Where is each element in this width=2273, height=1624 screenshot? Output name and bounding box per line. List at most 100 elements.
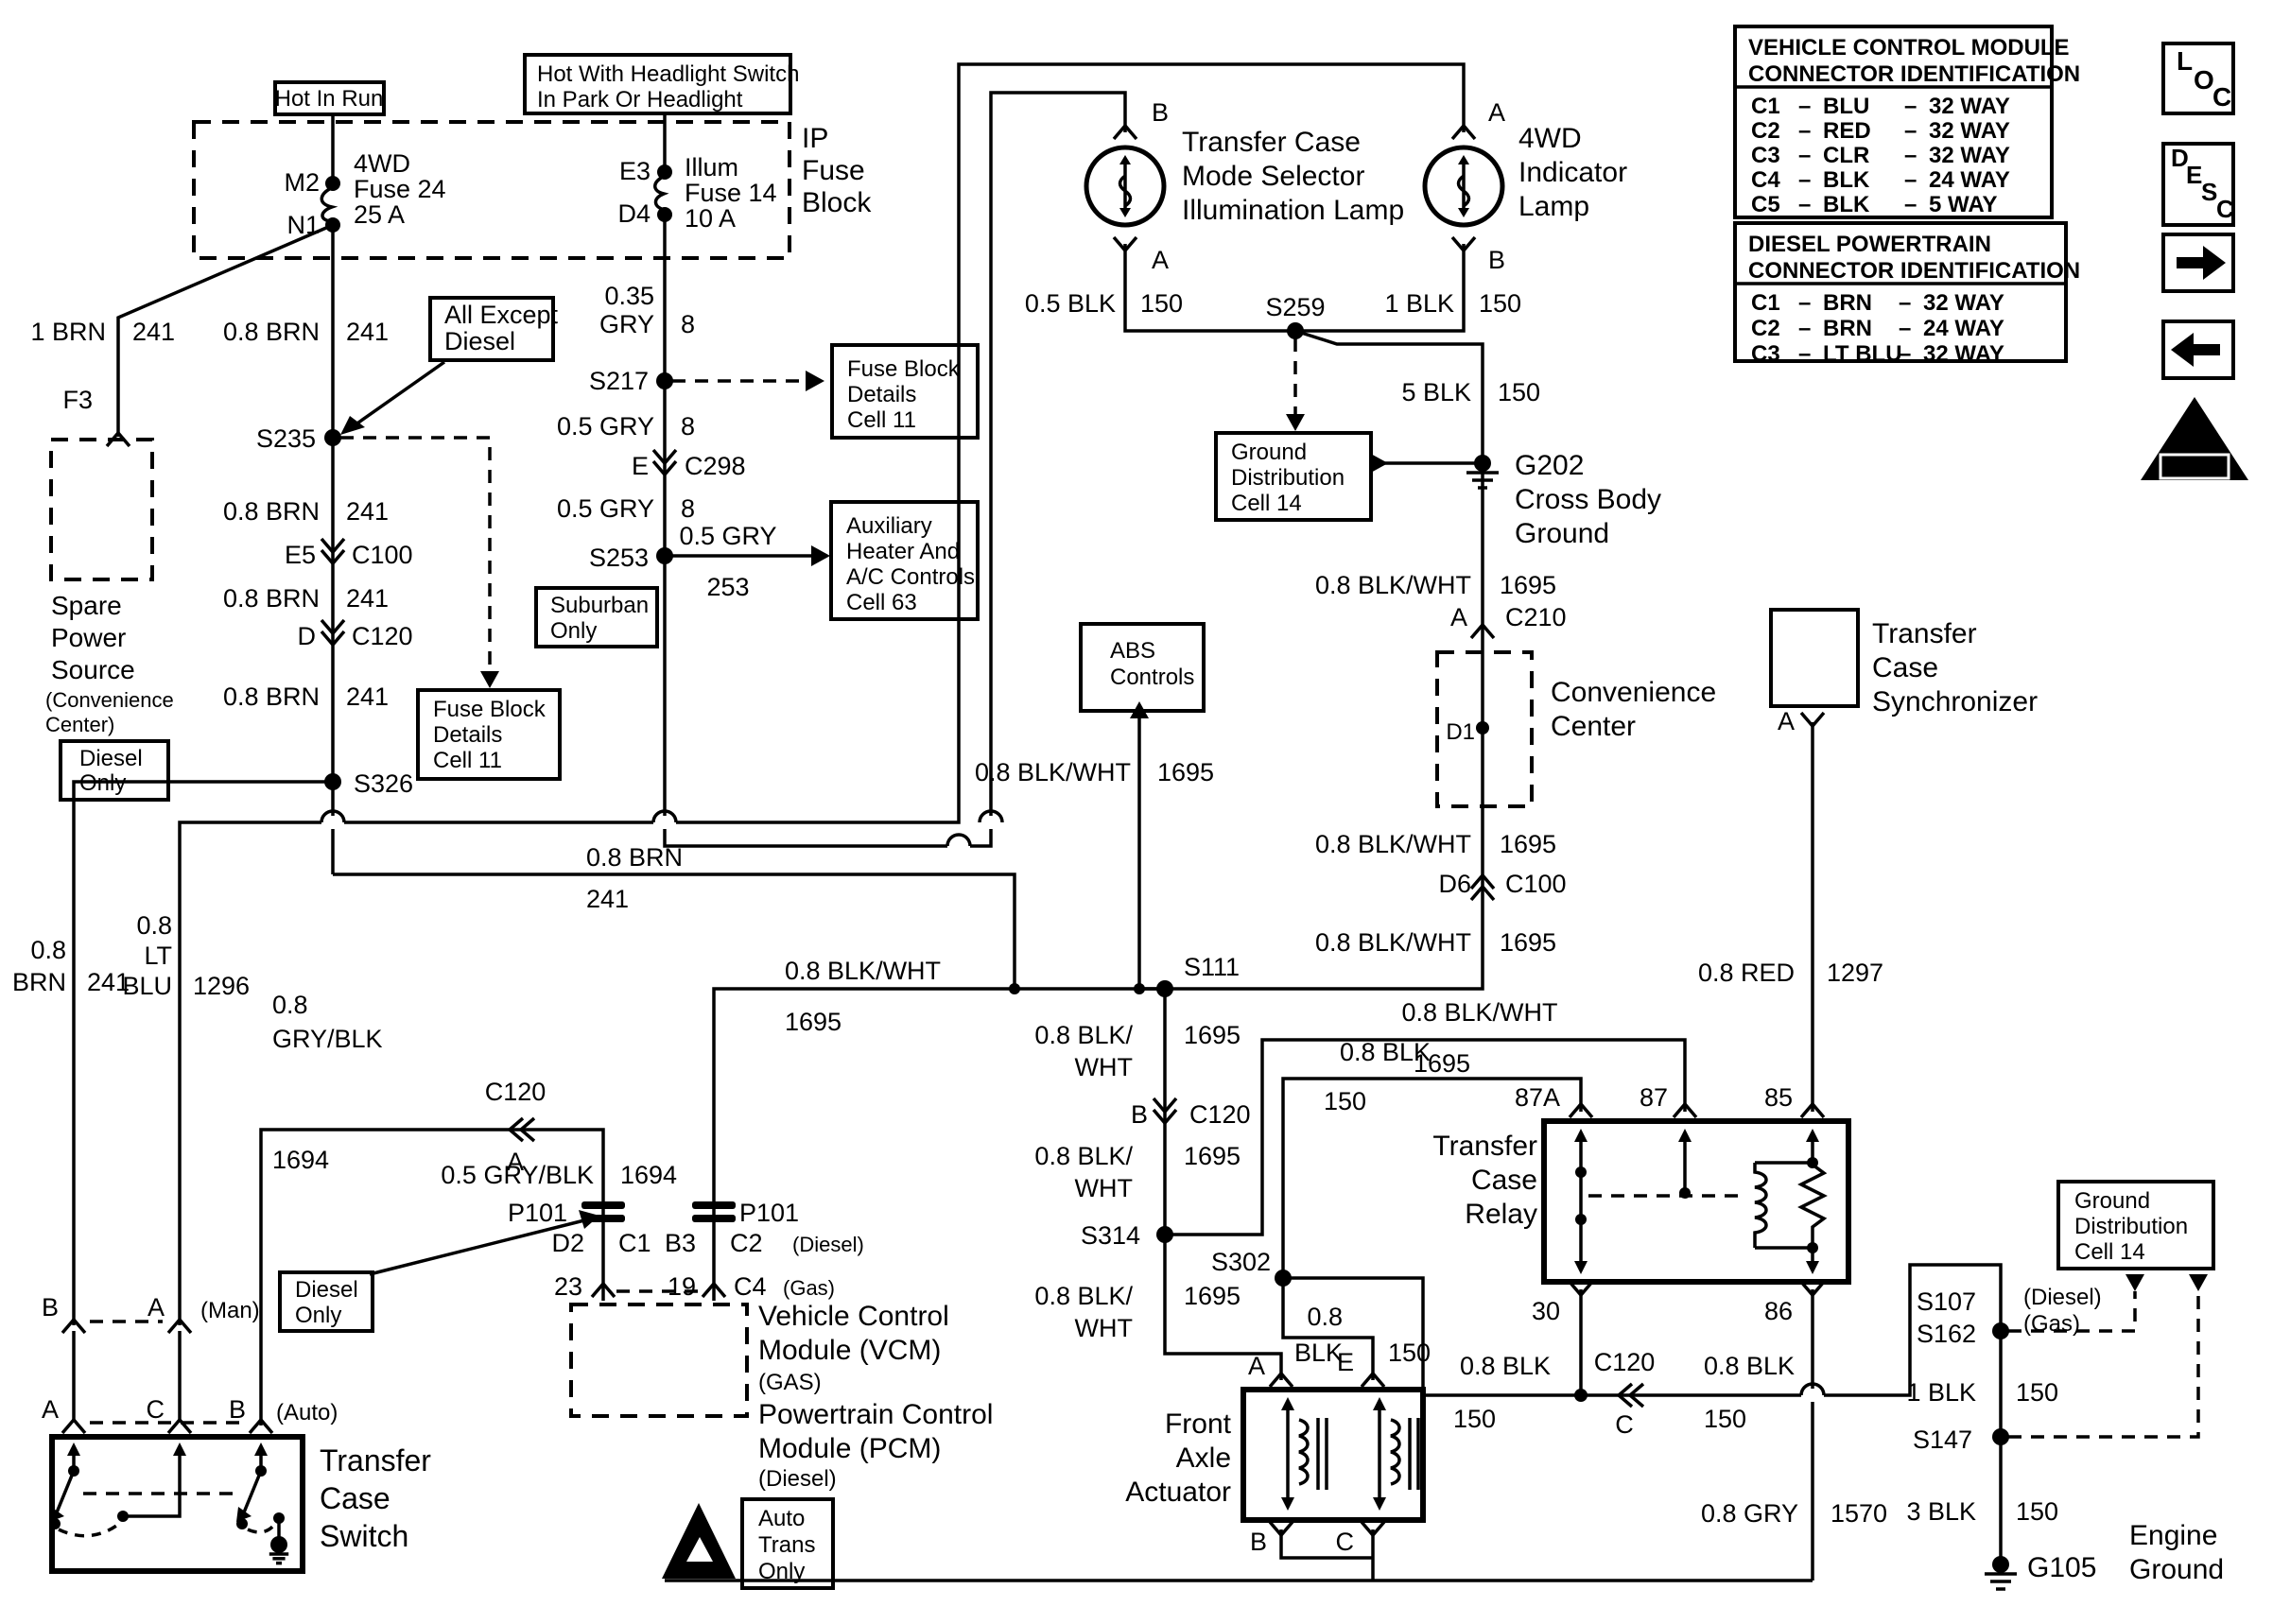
wire [663, 91, 1127, 848]
vcm-name-3: (GAS) [758, 1370, 822, 1395]
diesel-id-table-box [1733, 221, 2068, 363]
label: 32 WAY [1929, 94, 2010, 119]
arrow-down-icon [480, 671, 499, 688]
label: 150 [1479, 289, 1521, 318]
label: (Gas) [783, 1276, 835, 1300]
component-dashed-boxes [49, 120, 1534, 1418]
ground-symbols [269, 471, 2017, 1591]
label: (Convenience [45, 688, 174, 712]
label: Center) [45, 713, 114, 736]
wire [55, 1470, 76, 1513]
label: BLK [1823, 167, 1870, 193]
label: P101 [508, 1199, 567, 1227]
label: LT [144, 942, 172, 970]
obd-ii-glyph: II [2186, 421, 2203, 455]
grommet-icon [692, 1201, 736, 1209]
mode-selector-lamp-icon [1084, 145, 1167, 228]
label: B [1250, 1528, 1267, 1556]
label: S235 [256, 424, 316, 453]
label: – [1904, 192, 1917, 217]
label: Illum [685, 153, 738, 181]
terminal-chevron-up [701, 1281, 727, 1299]
terminal-chevron-down [1450, 235, 1477, 253]
label: P101 [739, 1199, 799, 1227]
label: Source [51, 655, 135, 684]
label: C1 [1751, 94, 1780, 119]
label: C120 [352, 622, 413, 650]
label: – [1899, 341, 1911, 367]
terminal-chevrons [61, 123, 1826, 1538]
grommet-icon [692, 1215, 736, 1222]
label: (Diesel) [2023, 1285, 2102, 1310]
ind-lamp-name-1: 4WD [1518, 123, 1582, 154]
label: 241 [87, 968, 130, 996]
dashed-wire [2008, 1291, 2200, 1439]
label: C2 [730, 1229, 763, 1257]
ip-fuse-block-3: Block [802, 187, 872, 218]
splice-dot [1807, 1157, 1818, 1168]
ip-fuse-block-2: Fuse [802, 155, 865, 186]
splice-dot [1134, 983, 1145, 994]
desc-icon-d: D [2171, 144, 2189, 172]
hop-gap [947, 839, 970, 853]
wire [350, 360, 446, 429]
next-arrow-icon [2177, 246, 2226, 280]
label: C298 [685, 452, 746, 480]
splice-dot [1156, 980, 1173, 997]
label: WHT [1075, 1314, 1133, 1342]
splice-dot [1474, 455, 1491, 472]
hop-arc [978, 809, 1004, 823]
relay-arrow-tip [1574, 1261, 1588, 1274]
arrow-down-icon [2189, 1274, 2208, 1291]
splice-dot [1807, 1242, 1818, 1253]
note-aux-heater-2: Heater And [846, 539, 960, 564]
note-hot-headlight-box [523, 53, 792, 115]
actuator-name-1: Front [1165, 1408, 1232, 1440]
label: 5 BLK [1401, 378, 1471, 406]
arrow-down-icon [1286, 414, 1305, 431]
obd-ii-triangle-icon [2141, 397, 2248, 480]
label: 1695 [1184, 1142, 1241, 1170]
label: C3 [1751, 341, 1780, 367]
label: 1695 [1184, 1021, 1241, 1049]
splice-dot [49, 1518, 61, 1529]
lamp-filament [1118, 161, 1133, 212]
label: 241 [132, 318, 175, 346]
label: 25 A [354, 200, 405, 229]
label: C4 [734, 1272, 767, 1301]
actuator-name-2: Axle [1176, 1443, 1231, 1474]
switch-arm-tip [49, 1507, 64, 1522]
note-fuse-block-details1-2: Details [847, 382, 916, 407]
4wd-indicator-lamp-icon [1422, 145, 1505, 228]
g202-name-3: Ground [1515, 518, 1609, 549]
label: 32 WAY [1929, 143, 2010, 168]
label: S259 [1265, 293, 1325, 321]
label: 0.8 BLK/ [1034, 1021, 1133, 1049]
label: 241 [346, 318, 389, 346]
lamp-symbols [1084, 145, 1505, 228]
splice-dot [1574, 1389, 1588, 1402]
label: C [147, 1395, 165, 1424]
splice-dot [68, 1465, 79, 1477]
note-all-except-diesel-box [428, 296, 555, 362]
note-aux-heater-4: Cell 63 [846, 590, 917, 615]
engine-ground-2: Ground [2129, 1554, 2224, 1585]
wire [1283, 1263, 2003, 1397]
note-ground-dist1-box [1214, 431, 1373, 522]
loc-icon-c: C [2212, 82, 2231, 112]
label: 24 WAY [1923, 316, 2004, 341]
label: 1695 [1500, 830, 1556, 858]
label: (Man) [200, 1298, 260, 1323]
loc-icon-o: O [2194, 65, 2214, 95]
label: S302 [1211, 1248, 1271, 1276]
note-diesel-only-1-box [59, 739, 170, 802]
conv-center-name-1: Convenience [1551, 677, 1716, 708]
label: (Auto) [276, 1400, 338, 1425]
terminal-chevron-up [1469, 622, 1496, 640]
label: 0.8 BRN [223, 318, 320, 346]
label: 30 [1532, 1297, 1560, 1325]
splice-dot [273, 1512, 285, 1524]
label: – [1798, 118, 1811, 144]
conv-center-box [1435, 650, 1534, 808]
